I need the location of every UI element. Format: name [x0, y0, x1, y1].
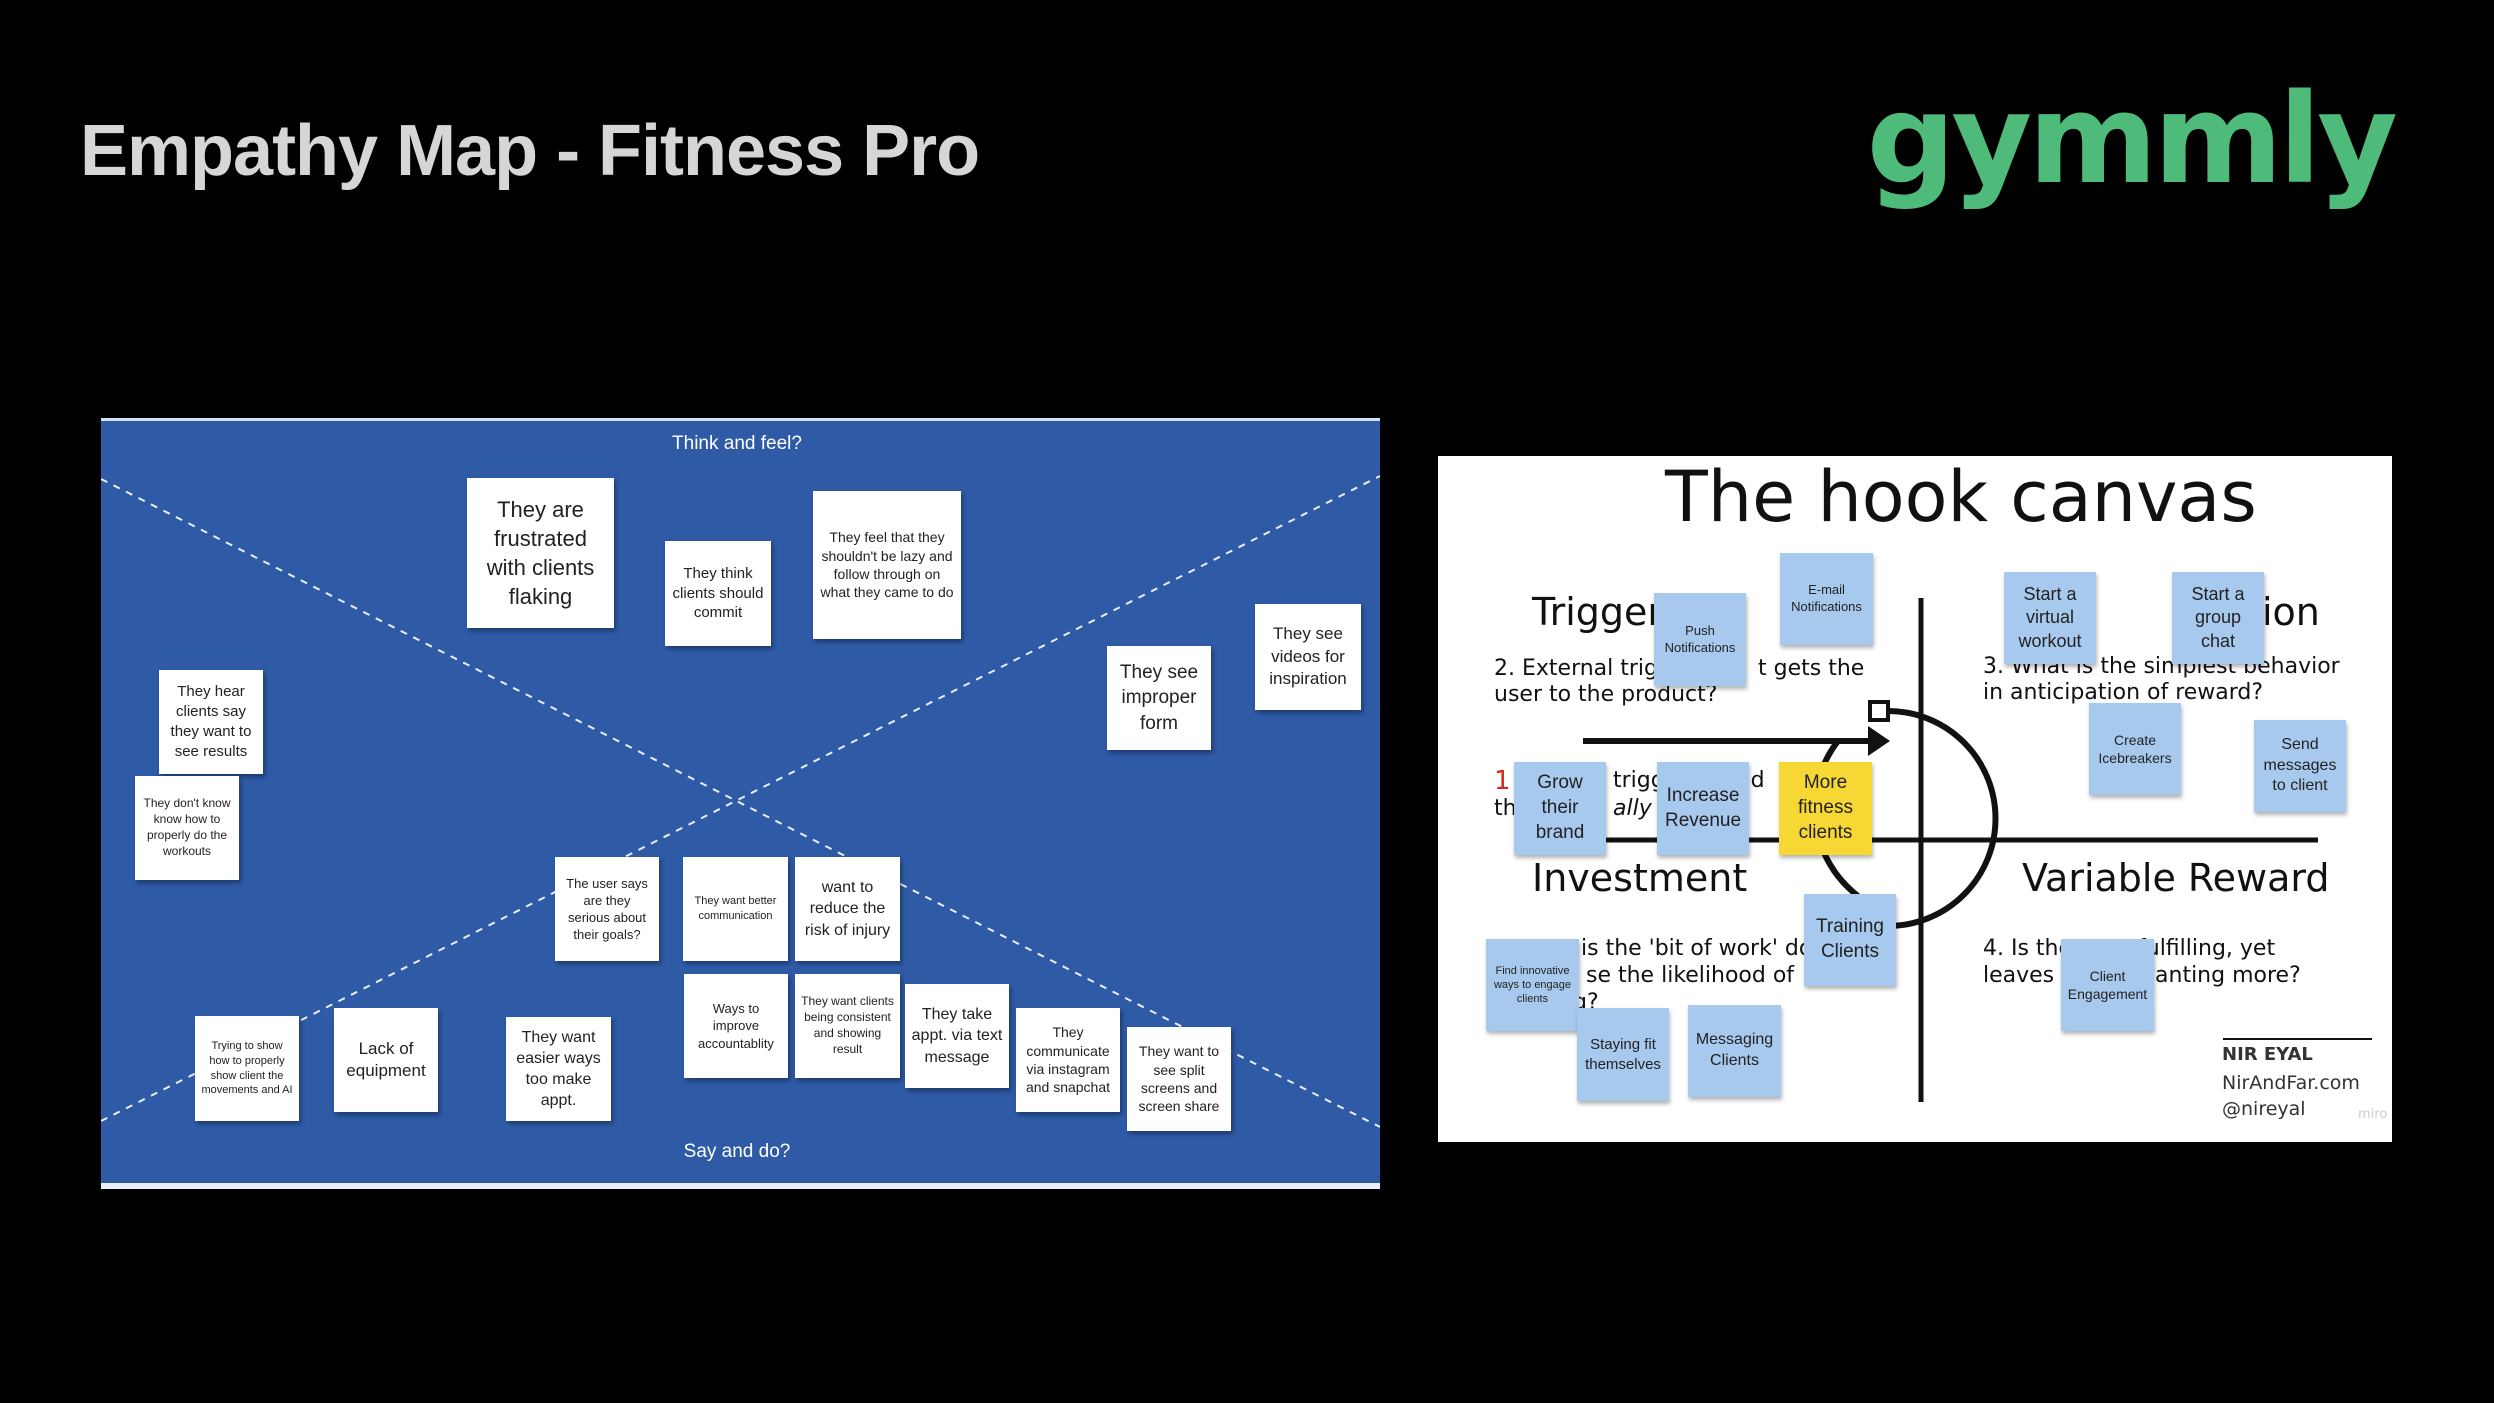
think-and-feel-label: Think and feel? — [672, 433, 802, 454]
sticky-note[interactable]: Start a group chat — [2172, 572, 2264, 664]
gymmly-logo: gymmly — [1866, 68, 2398, 212]
sticky-note[interactable]: Start a virtual workout — [2004, 572, 2096, 664]
sticky-note[interactable]: They hear clients say they want to see r… — [159, 670, 263, 774]
hook-canvas-board[interactable]: The hook canvas Trigger ion Investment V… — [1438, 456, 2392, 1142]
sticky-note[interactable]: They see videos for inspiration — [1255, 604, 1361, 710]
sticky-note[interactable]: They want clients being consistent and s… — [795, 974, 900, 1078]
sticky-note[interactable]: Staying fit themselves — [1577, 1008, 1669, 1101]
sticky-note-highlighted[interactable]: More fitness clients — [1779, 762, 1872, 855]
sticky-note[interactable]: Trying to show how to properly show clie… — [195, 1016, 299, 1121]
question-1-number: 1 — [1494, 766, 1511, 796]
sticky-note[interactable]: Find innovative ways to engage clients — [1486, 939, 1579, 1031]
trigger-heading: Trigger — [1532, 590, 1664, 634]
sticky-note[interactable]: Send messages to client — [2254, 720, 2346, 812]
sticky-note[interactable]: Create Icebreakers — [2089, 703, 2181, 795]
action-heading: ion — [2262, 590, 2320, 634]
sticky-note[interactable]: Push Notifications — [1654, 593, 1746, 686]
sticky-note[interactable]: Grow their brand — [1514, 762, 1606, 855]
sticky-note[interactable]: They want better communication — [683, 857, 788, 961]
sticky-note[interactable]: Lack of equipment — [334, 1008, 438, 1112]
question-1-text: th — [1494, 796, 1517, 821]
say-and-do-label: Say and do? — [683, 1141, 791, 1162]
variable-reward-heading: Variable Reward — [2022, 856, 2330, 900]
sticky-note[interactable]: Ways to improve accountablity — [684, 974, 788, 1078]
question-4-text: leaves t — [1983, 963, 2070, 988]
sticky-note[interactable]: They feel that they shouldn't be lazy an… — [813, 491, 961, 639]
page-title: Empathy Map - Fitness Pro — [80, 111, 980, 191]
author-handle[interactable]: @nireyal — [2222, 1098, 2306, 1120]
sticky-note[interactable]: Training Clients — [1804, 894, 1896, 986]
sticky-note[interactable]: They don't know know how to properly do … — [135, 776, 239, 880]
sticky-note[interactable]: They want easier ways too make appt. — [506, 1017, 611, 1121]
question-5-text: is the 'bit of work' do — [1581, 936, 1813, 961]
question-4-text: vanting more? — [2142, 963, 2301, 988]
sticky-note[interactable]: They communicate via instagram and snapc… — [1016, 1008, 1120, 1112]
sticky-note[interactable]: They see improper form — [1107, 646, 1211, 750]
sticky-note[interactable]: E-mail Notifications — [1780, 553, 1873, 645]
hook-canvas-title: The hook canvas — [1665, 456, 2257, 538]
question-3-text: in anticipation of reward? — [1983, 680, 2264, 705]
investment-heading: Investment — [1532, 856, 1748, 900]
author-site[interactable]: NirAndFar.com — [2222, 1072, 2360, 1094]
sticky-note[interactable]: Client Engagement — [2061, 939, 2154, 1031]
sticky-note[interactable]: Increase Revenue — [1657, 762, 1749, 855]
sticky-note[interactable]: They take appt. via text message — [905, 984, 1009, 1088]
miro-watermark: miro — [2358, 1107, 2388, 1122]
author-name: NIR EYAL — [2222, 1044, 2313, 1065]
question-1-text: trigg — [1613, 768, 1665, 793]
sticky-note[interactable]: They think clients should commit — [665, 541, 771, 646]
sticky-note[interactable]: They want to see split screens and scree… — [1127, 1027, 1231, 1131]
sticky-note[interactable]: The user says are they serious about the… — [555, 857, 659, 961]
empathy-map-board[interactable]: Think and feel? Say and do? They are fru… — [101, 418, 1380, 1189]
sticky-note[interactable]: They are frustrated with clients flaking — [467, 478, 614, 628]
sticky-note[interactable]: Messaging Clients — [1688, 1005, 1781, 1097]
quadrant-divider-lines — [101, 475, 1380, 1128]
question-5-text: se the likelihood of — [1586, 963, 1795, 988]
question-4-text: 4. Is the — [1983, 936, 2073, 961]
sticky-note[interactable]: want to reduce the risk of injury — [795, 857, 900, 961]
question-2-text: user to the product? — [1494, 682, 1718, 707]
question-4-text: fulfilling, yet — [2138, 936, 2276, 961]
question-2-text: t gets the — [1758, 656, 1865, 681]
question-2-text: 2. External trig — [1494, 656, 1659, 681]
